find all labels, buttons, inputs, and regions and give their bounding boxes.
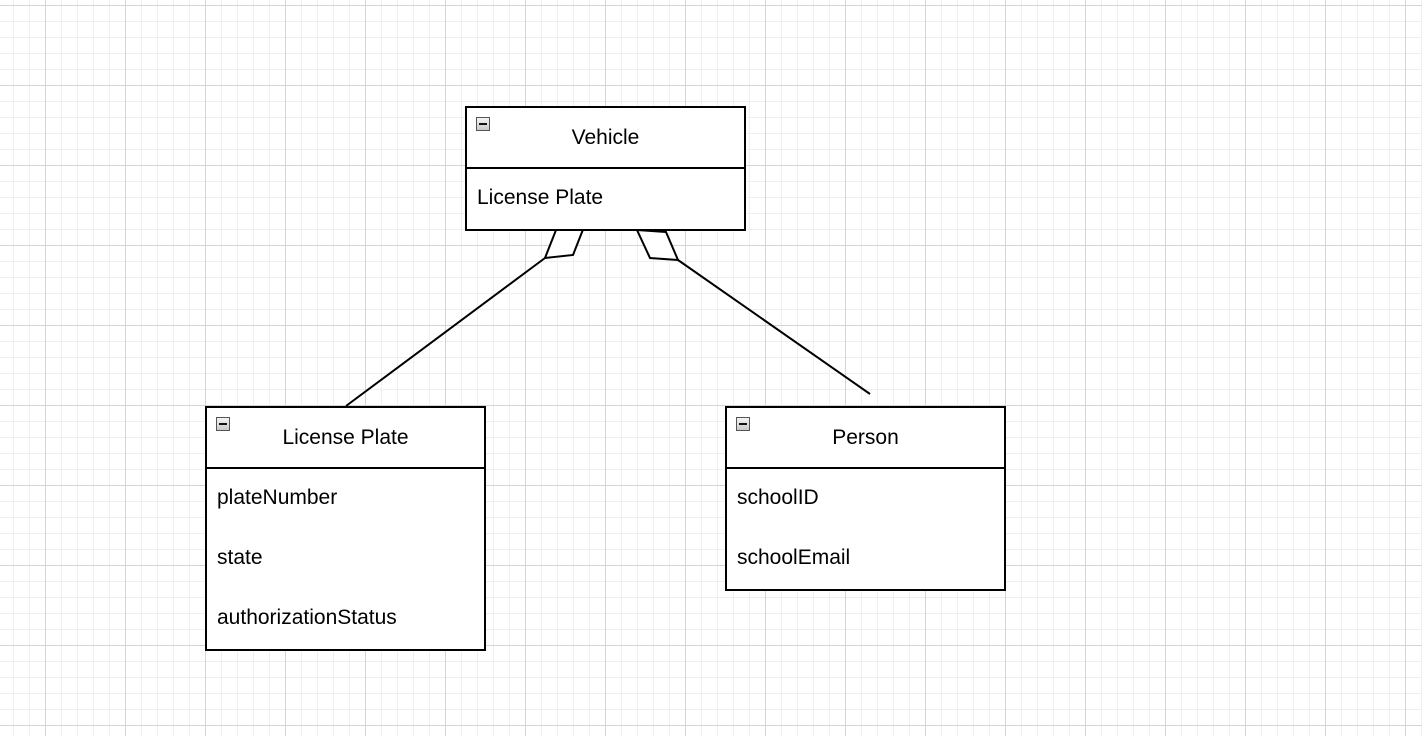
class-header[interactable]: Vehicle	[467, 108, 744, 169]
class-attribute[interactable]: plateNumber	[217, 486, 338, 509]
class-attribute[interactable]: authorizationStatus	[217, 606, 397, 629]
class-name: Person	[832, 425, 899, 449]
vehicle-person-aggregation[interactable]	[635, 228, 871, 395]
class-attribute[interactable]: state	[217, 546, 263, 569]
class-vehicle[interactable]: Vehicle License Plate	[465, 106, 746, 231]
collapse-icon[interactable]	[476, 117, 490, 131]
vehicle-license-plate-aggregation[interactable]	[345, 225, 586, 407]
aggregation-line[interactable]	[677, 259, 871, 395]
collapse-icon[interactable]	[216, 417, 230, 431]
class-person[interactable]: Person schoolID schoolEmail	[725, 406, 1006, 591]
class-license-plate[interactable]: License Plate plateNumber state authoriz…	[205, 406, 486, 651]
aggregation-diamond-icon	[543, 225, 586, 260]
class-name: License Plate	[282, 425, 409, 449]
collapse-icon[interactable]	[736, 417, 750, 431]
aggregation-diamond-icon	[635, 228, 680, 262]
class-attribute[interactable]: schoolID	[737, 486, 819, 509]
aggregation-line[interactable]	[345, 257, 546, 407]
class-name: Vehicle	[571, 125, 640, 149]
class-header[interactable]: Person	[727, 408, 1004, 469]
class-header[interactable]: License Plate	[207, 408, 484, 469]
class-attribute[interactable]: schoolEmail	[737, 546, 851, 569]
class-attribute[interactable]: License Plate	[477, 186, 604, 209]
